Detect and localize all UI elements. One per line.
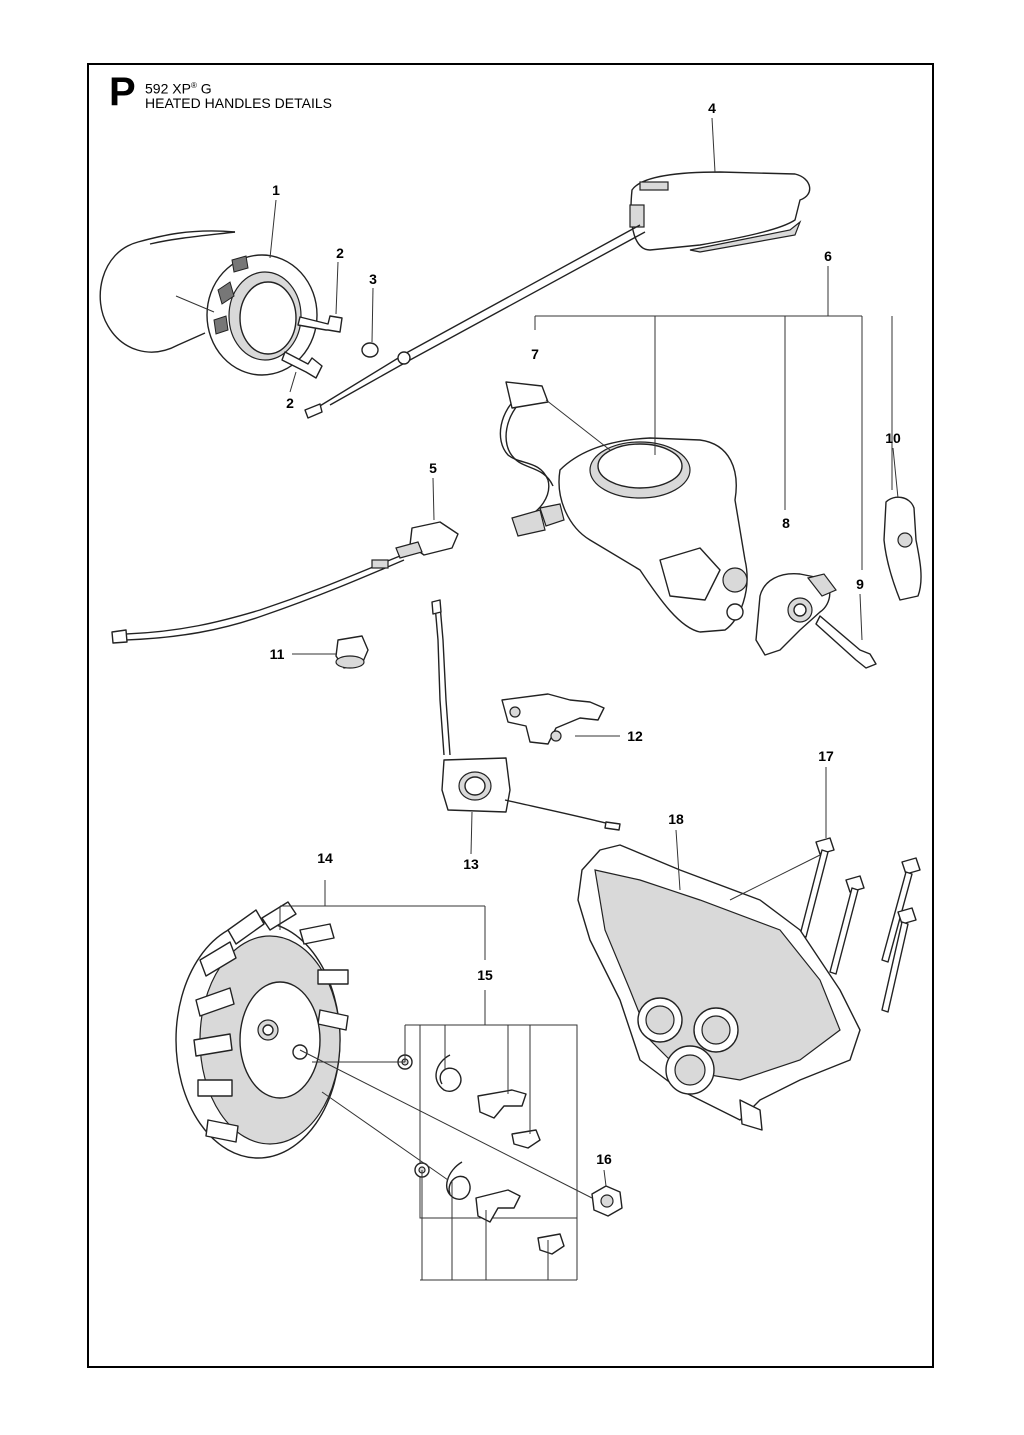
callout-12: 12 xyxy=(627,728,643,744)
callout-2-lower: 2 xyxy=(286,395,294,411)
callout-5: 5 xyxy=(429,460,437,476)
part-1-heating-coil xyxy=(99,199,318,376)
model-name: 592 XP® G xyxy=(145,78,212,97)
callout-13: 13 xyxy=(463,856,479,872)
part-12-bracket xyxy=(501,693,620,745)
callout-10: 10 xyxy=(885,430,901,446)
diagram-frame xyxy=(87,63,934,1368)
section-letter: P xyxy=(109,70,136,114)
registered-mark: ® xyxy=(190,81,197,90)
part-15-pawl-kits xyxy=(312,990,578,1281)
part-18-cover xyxy=(577,829,861,1131)
part-16-nut xyxy=(299,1049,623,1217)
callout-9: 9 xyxy=(856,576,864,592)
part-4-handle-heater xyxy=(304,117,811,419)
part-14-flywheel xyxy=(175,880,486,1159)
diagram-title: HEATED HANDLES DETAILS xyxy=(145,95,332,111)
part-2-screws xyxy=(281,261,343,393)
callout-2-upper: 2 xyxy=(336,245,344,261)
part-10-lever xyxy=(883,447,922,601)
part-3-screw xyxy=(361,287,379,358)
callout-18: 18 xyxy=(668,811,684,827)
model-base: 592 XP xyxy=(145,80,191,97)
callout-17: 17 xyxy=(818,748,834,764)
callout-8: 8 xyxy=(782,515,790,531)
part-17-bolts xyxy=(799,767,921,1013)
part-13-gasket-sensor xyxy=(431,599,621,855)
callout-15: 15 xyxy=(477,967,493,983)
callout-4: 4 xyxy=(708,100,716,116)
model-suffix: G xyxy=(196,80,212,97)
callout-labels: 1 2 2 3 4 5 6 7 8 9 10 11 12 13 14 15 16… xyxy=(270,100,901,1167)
part-5-switch xyxy=(111,477,459,644)
part-9-pin xyxy=(815,593,877,669)
callout-14: 14 xyxy=(317,850,333,866)
callout-7: 7 xyxy=(531,346,539,362)
callout-6: 6 xyxy=(824,248,832,264)
part-7-wire-harness xyxy=(499,381,611,537)
callout-3: 3 xyxy=(369,271,377,287)
part-11-grommet xyxy=(292,635,369,669)
part-8-lever xyxy=(755,573,837,656)
callout-16: 16 xyxy=(596,1151,612,1167)
callout-11: 11 xyxy=(270,646,285,662)
callout-1: 1 xyxy=(272,182,280,198)
part-6-handle-housing xyxy=(534,266,893,633)
